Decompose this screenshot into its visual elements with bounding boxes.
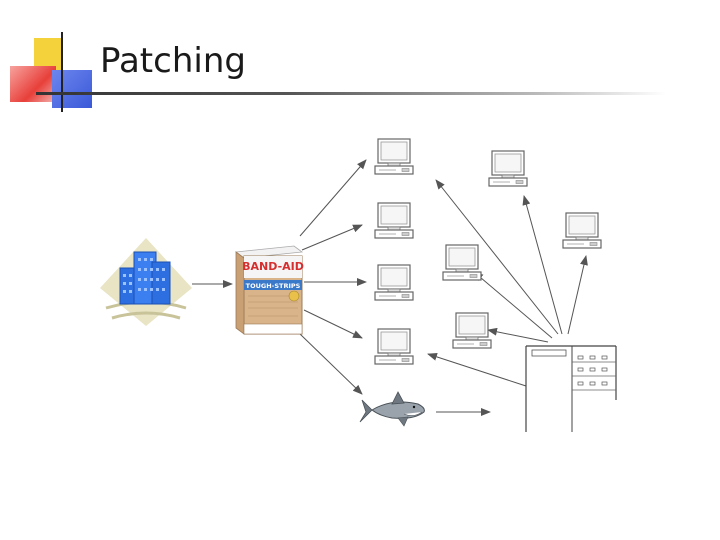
- corporate-building-icon: [100, 238, 192, 326]
- desktop-computer-icon: [374, 328, 414, 365]
- arrows-server-to-clients: [427, 179, 588, 416]
- shark-icon: [359, 391, 425, 427]
- bandage-box-icon: BAND-AID TOUGH-STRIPS: [234, 245, 304, 335]
- server-rack-icon: [525, 345, 617, 432]
- bandage-brand-text: BAND-AID: [242, 260, 304, 273]
- desktop-computer-icon: [374, 138, 414, 175]
- accent-red-square: [10, 66, 56, 102]
- slide-title: Patching: [100, 41, 246, 81]
- accent-blue-square: [52, 70, 92, 108]
- accent-yellow-square: [34, 38, 62, 70]
- client-computers: [374, 138, 602, 365]
- desktop-computer-icon: [488, 150, 528, 187]
- arrows-patch-to-clients: [299, 159, 367, 395]
- title-underline: [36, 92, 666, 95]
- desktop-computer-icon: [562, 212, 602, 249]
- desktop-computer-icon: [374, 264, 414, 301]
- desktop-computer-icon: [442, 244, 482, 281]
- desktop-computer-icon: [374, 202, 414, 239]
- desktop-computer-icon: [452, 312, 492, 349]
- accent-vertical-line: [61, 32, 63, 112]
- bandage-product-text: TOUGH-STRIPS: [246, 282, 301, 290]
